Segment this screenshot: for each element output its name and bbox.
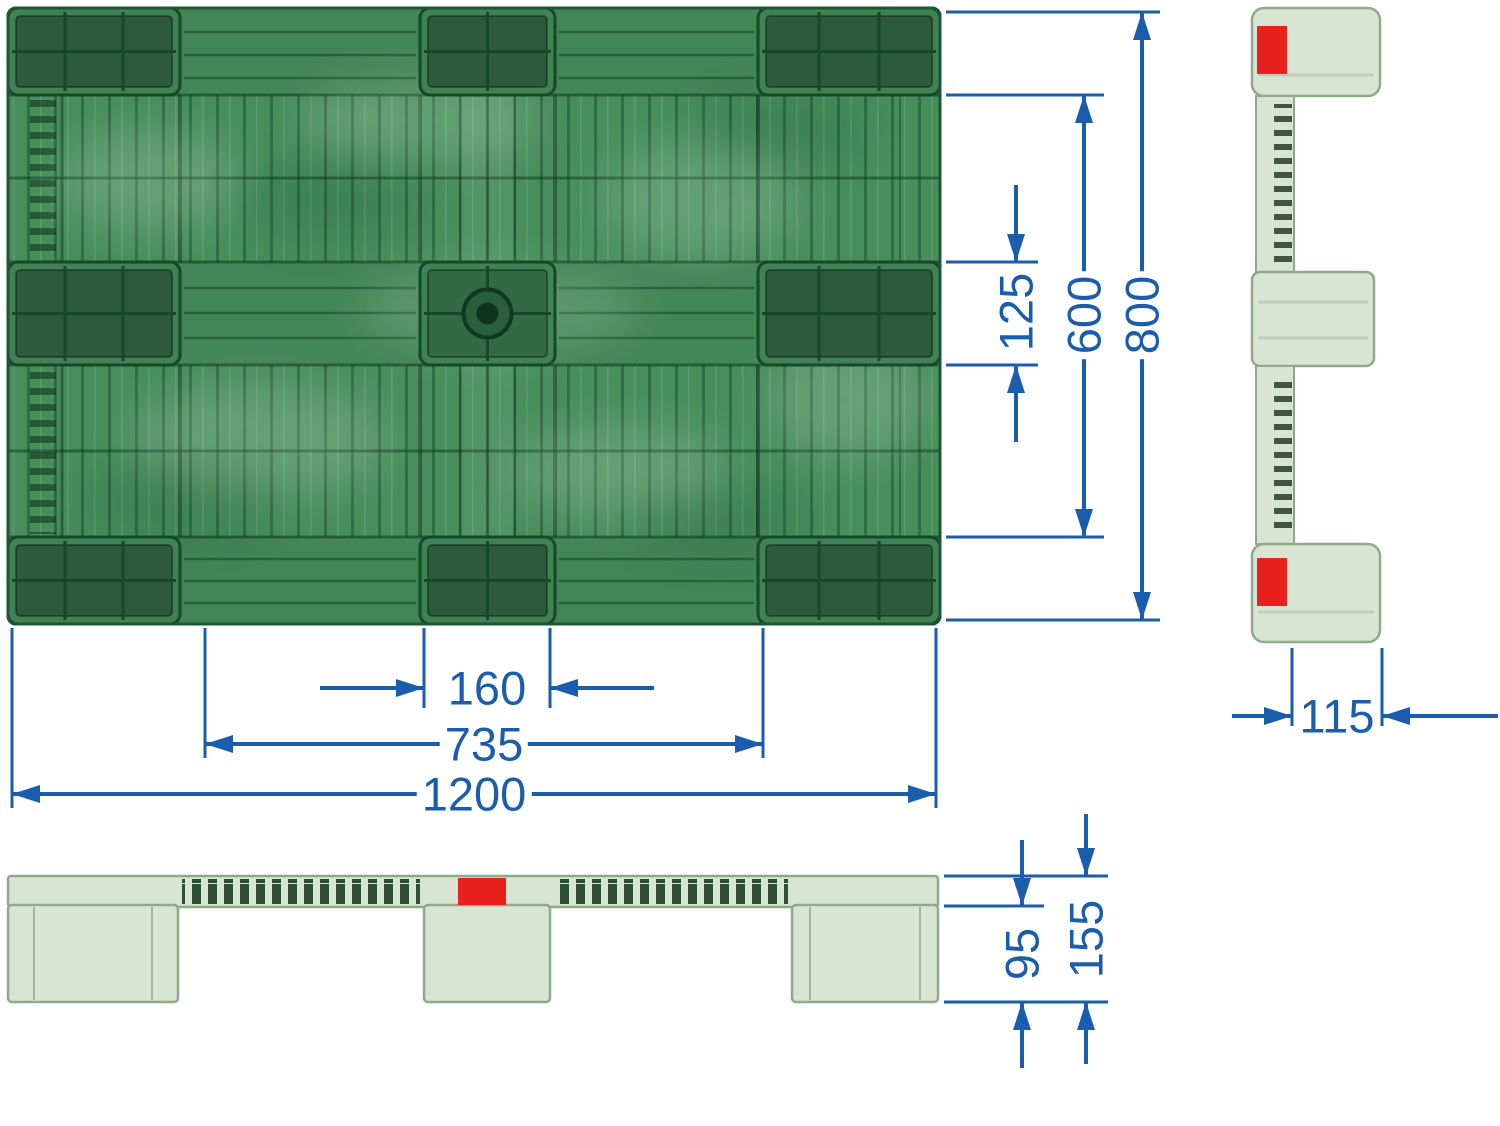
mottle-shadows <box>80 95 870 555</box>
dim-label-block-width: 115 <box>1294 690 1380 742</box>
dim-label-stringer-span: 735 <box>439 718 529 770</box>
dim-label-width: 800 <box>1116 270 1169 360</box>
red-marker-bottom <box>1257 558 1287 606</box>
mottle-highlights <box>60 80 930 515</box>
pallet-feet <box>6 6 942 626</box>
dim-label-opening-height: 95 <box>996 922 1049 986</box>
front-view-pallet <box>6 874 940 1004</box>
side-view-pallet <box>1250 6 1382 644</box>
red-marker-front <box>458 878 506 905</box>
dim-label-overall-height: 155 <box>1060 894 1113 984</box>
red-marker-top <box>1257 26 1287 74</box>
dim-label-length: 1200 <box>416 768 532 820</box>
top-view-pallet <box>6 6 942 626</box>
dim-label-center-block-width: 160 <box>442 662 532 714</box>
dim-label-center-block-depth: 125 <box>990 267 1043 357</box>
dim-label-inner-width: 600 <box>1058 270 1111 360</box>
